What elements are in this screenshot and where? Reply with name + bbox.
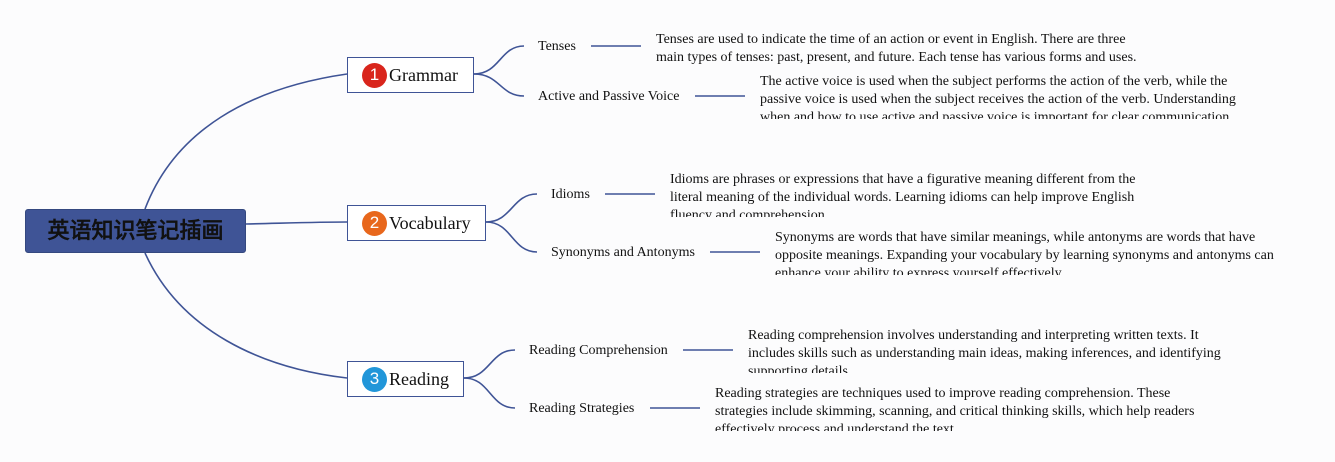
number-badge: 3 (362, 366, 387, 392)
branch-label: Vocabulary (389, 212, 471, 233)
branch-grammar[interactable]: 1 Grammar (347, 57, 474, 93)
branch-vocabulary[interactable]: 2 Vocabulary (347, 205, 486, 241)
branch-label: Grammar (389, 64, 458, 85)
topic-reading-strategies[interactable]: Reading Strategies (529, 401, 635, 416)
note-active-passive-voice: The active voice is used when the subjec… (760, 74, 1236, 119)
topic-active-passive-voice[interactable]: Active and Passive Voice (538, 89, 680, 104)
note-reading-strategies: Reading strategies are techniques used t… (715, 386, 1195, 431)
topic-synonyms-antonyms[interactable]: Synonyms and Antonyms (551, 245, 695, 260)
note-tenses: Tenses are used to indicate the time of … (656, 32, 1137, 65)
root-topic[interactable]: 英语知识笔记插画 (25, 209, 246, 253)
note-reading-comprehension: Reading comprehension involves understan… (748, 328, 1221, 373)
topic-reading-comprehension[interactable]: Reading Comprehension (529, 343, 668, 358)
note-synonyms-antonyms: Synonyms are words that have similar mea… (775, 230, 1274, 275)
note-idioms: Idioms are phrases or expressions that h… (670, 172, 1136, 217)
branch-label: Reading (389, 368, 449, 389)
topic-tenses[interactable]: Tenses (538, 39, 576, 54)
branch-reading[interactable]: 3 Reading (347, 361, 464, 397)
topic-idioms[interactable]: Idioms (551, 187, 590, 202)
number-badge: 1 (362, 62, 387, 88)
number-badge: 2 (362, 210, 387, 236)
